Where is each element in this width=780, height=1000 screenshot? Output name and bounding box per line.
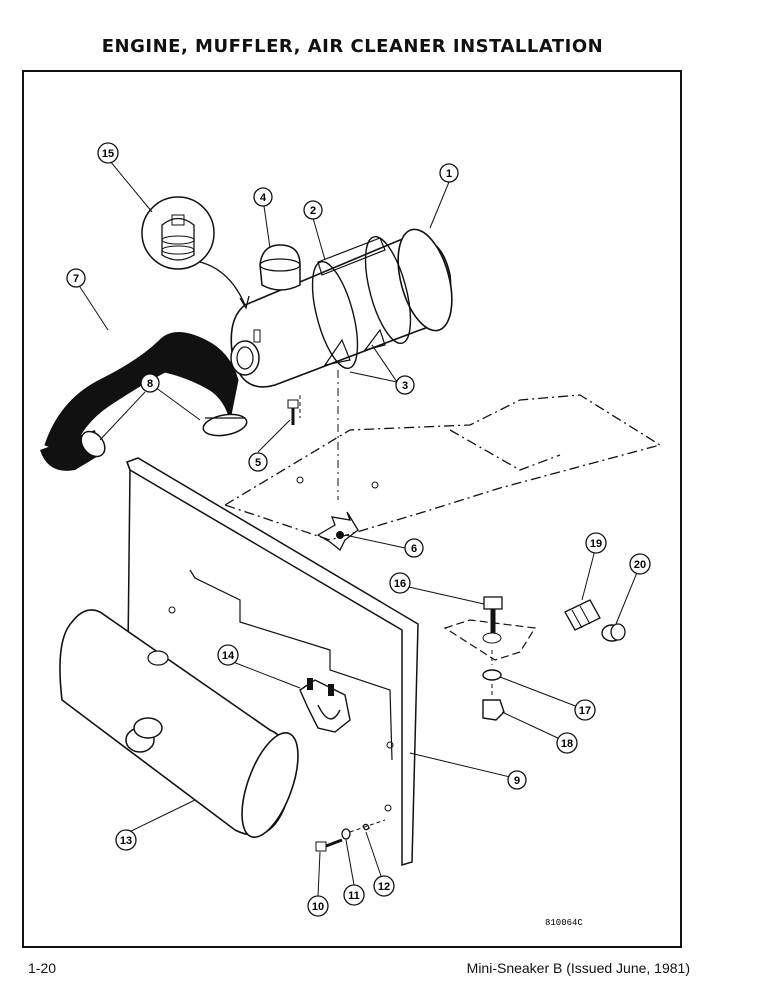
part-17-washer [482,669,502,681]
part-12-clip [362,823,370,831]
part-5-bolt [287,399,299,425]
callout-2: 2 [303,200,323,220]
part-11-lockwasher [341,828,351,840]
svg-text:14: 14 [222,650,235,662]
callouts: 1 2 3 4 5 6 7 8 9 10 11 12 13 14 15 16 1… [66,142,651,917]
part-20-cap [601,623,626,642]
callout-9: 9 [507,770,527,790]
callout-15: 15 [97,142,119,164]
part-15-precleaner [141,196,250,310]
svg-text:19: 19 [590,538,602,550]
svg-text:1: 1 [446,168,452,180]
callout-17: 17 [574,699,596,721]
part-8-hose-clamps [80,413,248,458]
svg-text:2: 2 [310,205,316,217]
callout-19: 19 [585,532,607,554]
callout-14: 14 [217,644,239,666]
svg-text:9: 9 [514,775,520,787]
callout-3: 3 [395,375,415,395]
part-13-muffler [59,609,299,839]
svg-text:12: 12 [378,881,390,893]
callout-11: 11 [343,884,365,906]
svg-text:3: 3 [402,380,408,392]
svg-text:8: 8 [147,378,153,390]
callout-10: 10 [307,895,329,917]
page-number: 1-20 [28,960,57,976]
diagram-frame [22,70,682,948]
svg-text:20: 20 [634,559,646,571]
svg-text:13: 13 [120,835,132,847]
part-9-plate [126,457,419,867]
drawing-code: 810064C [545,918,583,928]
base-hole [371,481,379,489]
svg-text:18: 18 [561,738,573,750]
part-6-nut [316,511,359,552]
callout-6: 6 [404,538,424,558]
manual-title: Mini-Sneaker B (Issued June, 1981) [466,960,690,976]
part-19-fitting [564,599,601,631]
callout-13: 13 [115,829,137,851]
svg-text:17: 17 [579,705,591,717]
part-18-nut [482,699,505,721]
plate-section-outline [443,619,537,661]
part-14-clamp [299,678,351,733]
svg-text:10: 10 [312,901,324,913]
callout-16: 16 [389,572,411,594]
callout-18: 18 [556,732,578,754]
callout-7: 7 [66,268,86,288]
engine-base-outline [223,394,662,541]
callout-4: 4 [253,187,273,207]
svg-text:15: 15 [102,148,114,160]
callout-8: 8 [140,373,160,393]
air-cleaner-assembly [230,228,453,388]
svg-text:7: 7 [73,273,79,285]
part-7-hose [40,332,239,471]
callout-1: 1 [439,163,459,183]
svg-text:16: 16 [394,578,406,590]
svg-text:5: 5 [255,457,261,469]
part-16-bolt [483,596,503,635]
leader-lines [79,160,639,897]
callout-5: 5 [248,452,268,472]
svg-text:11: 11 [348,890,360,902]
base-hole [296,476,304,484]
svg-text:4: 4 [260,192,267,204]
page-title: ENGINE, MUFFLER, AIR CLEANER INSTALLATIO… [101,36,604,57]
part-10-bolt [315,838,343,852]
callout-20: 20 [629,553,651,575]
svg-text:6: 6 [411,543,417,555]
callout-12: 12 [373,875,395,897]
